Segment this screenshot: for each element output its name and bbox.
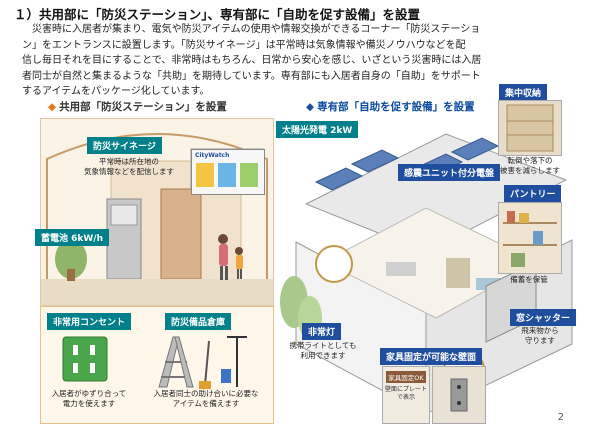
- signage-screen: CityWatch: [191, 149, 265, 195]
- intro-paragraph: 災害時に入居者が集まり、電気や防災アイテムの使用や情報交換ができるコーナー「防災…: [22, 22, 577, 100]
- wall-plate-photo: 家具固定OK 壁面にプレート で表示: [382, 366, 430, 424]
- shutter-description: 飛来物から 守ります: [521, 326, 559, 345]
- outlet-tag: 非常用コンセント: [47, 313, 132, 330]
- entrance-illustration: CityWatch 防災サイネージ 平常時は所在地の 気象情報などを配信します …: [35, 118, 274, 306]
- lamp-tag: 非常灯: [302, 323, 342, 340]
- equipment-panel: 非常用コンセント 防災備品倉庫 入居者がゆずり合って 電力を使えます 入居者同士…: [40, 306, 274, 424]
- pantry-description: 備蓄を保管: [510, 275, 548, 284]
- wall-fixing-photo: [432, 366, 486, 424]
- pantry-tag: パントリー: [504, 185, 562, 202]
- weather-widgets-icon: [196, 163, 258, 187]
- diamond-blue-icon: ◆: [306, 101, 315, 113]
- bracket-screw-icon: [450, 378, 468, 412]
- closet-shelves-icon: [506, 104, 554, 152]
- section-heading: １）共用部に「防災ステーション」、専有部に「自助を促す設備」を設置: [14, 7, 421, 22]
- paragraph-line: するアイテムをパッケージ化しています。: [22, 86, 210, 97]
- signage-description: 平常時は所在地の 気象情報などを配信します: [84, 157, 174, 176]
- paragraph-line: 信し毎日それを目にすることで、非常時はもちろん、日常から安心を感じ、いざという災…: [22, 55, 482, 66]
- equipment-scene: [62, 336, 247, 389]
- closet-description: 転倒や落下の 被害を減らします: [500, 156, 560, 175]
- left-subtitle: ◆共用部「防災ステーション」を設置: [48, 101, 227, 113]
- paragraph-line: 災害時に入居者が集まり、電気や防災アイテムの使用や情報交換ができるコーナー「防災…: [32, 24, 481, 35]
- closet-photo: [498, 100, 562, 156]
- lamp-description: 携帯ライトとしても 利用できます: [289, 341, 357, 360]
- closet-tag: 集中収納: [499, 84, 548, 101]
- paragraph-line: ン」をエントランスに設置します。「防災サイネージ」は平常時は気象情報や備災ノウハ…: [22, 39, 466, 51]
- outlet-description: 入居者がゆずり合って 電力を使えます: [51, 389, 127, 408]
- screen-logo: CityWatch: [195, 152, 230, 159]
- paragraph-line: 者同士が自然と集まるような「共助」を期待しています。専有部にも入居者自身の「自助…: [22, 70, 481, 82]
- storage-tag: 防災備品倉庫: [165, 313, 232, 330]
- wall-badge: 家具固定OK: [386, 371, 426, 383]
- right-subtitle: ◆専有部「自助を促す設備」を設置: [306, 101, 475, 113]
- solar-tag: 太陽光発電 2kW: [276, 121, 359, 138]
- sensor-panel-tag: 感震ユニット付分電盤: [398, 164, 501, 181]
- shutter-tag: 窓シャッター: [510, 309, 577, 326]
- storage-description: 入居者同士の助け合いに必要な アイテムを備えます: [153, 389, 259, 408]
- diamond-orange-icon: ◆: [48, 101, 57, 113]
- wall-tag: 家具固定が可能な壁面: [380, 348, 483, 365]
- pantry-photo: [498, 202, 562, 274]
- page-number: 2: [557, 412, 564, 423]
- pantry-shelves-icon: [503, 211, 557, 267]
- wall-description: 壁面にプレート で表示: [384, 386, 427, 401]
- signage-tag: 防災サイネージ: [87, 137, 162, 154]
- battery-tag: 蓄電池 6kW/h: [35, 229, 110, 246]
